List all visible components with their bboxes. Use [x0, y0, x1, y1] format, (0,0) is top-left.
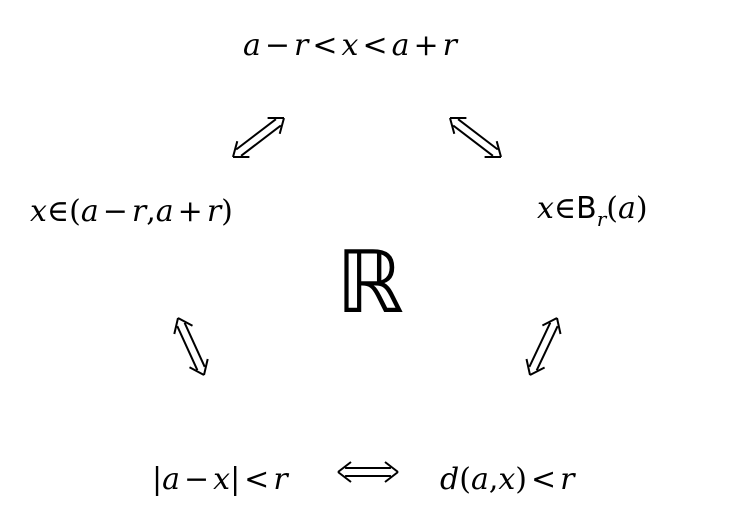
arrow-bottom-double-arrow-icon [337, 461, 399, 483]
arrow-top-right-double-arrow-icon [449, 117, 502, 158]
arrow-top-left-double-arrow-icon [232, 117, 285, 158]
arrow-left-vertical-double-arrow-icon [173, 317, 209, 376]
node-interval-inequality: a−r<x<a+r [243, 28, 457, 63]
node-distance-inequality: d(a,x)<r [440, 462, 575, 497]
arrow-right-vertical-double-arrow-icon [525, 317, 562, 376]
node-absolute-value-inequality: |a−x|<r [152, 462, 288, 497]
node-open-ball-membership: x∈Br(a) [537, 191, 648, 231]
node-open-interval-membership: x∈(a−r,a+r) [30, 194, 233, 229]
real-numbers-symbol: ℝ [336, 233, 405, 333]
